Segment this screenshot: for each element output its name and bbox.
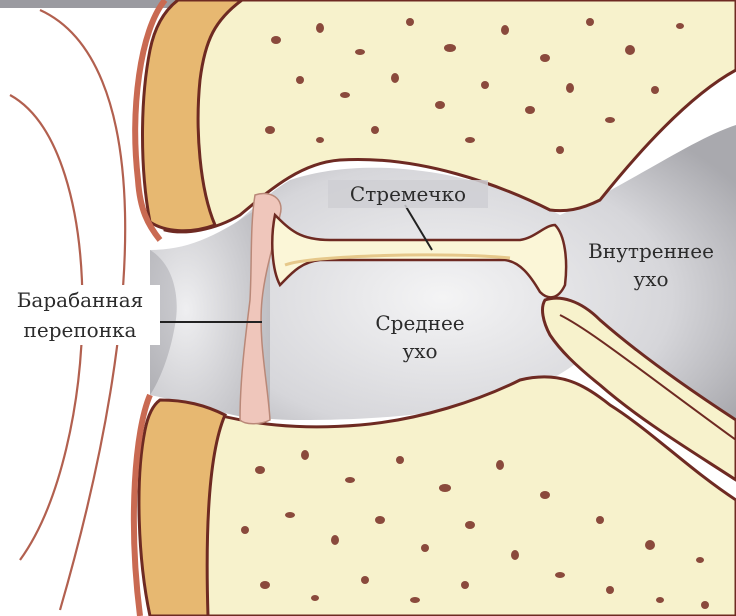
label-middle-ear-line1: Среднее [375, 311, 464, 335]
label-eardrum-line1: Барабанная [17, 288, 144, 312]
label-inner-ear-line2: ухо [633, 267, 668, 291]
label-inner-ear-line1: Внутреннее [588, 239, 714, 263]
label-middle-ear-line2: ухо [402, 339, 437, 363]
label-stapes: Стремечко [350, 182, 466, 206]
label-eardrum-line2: перепонка [24, 318, 137, 342]
